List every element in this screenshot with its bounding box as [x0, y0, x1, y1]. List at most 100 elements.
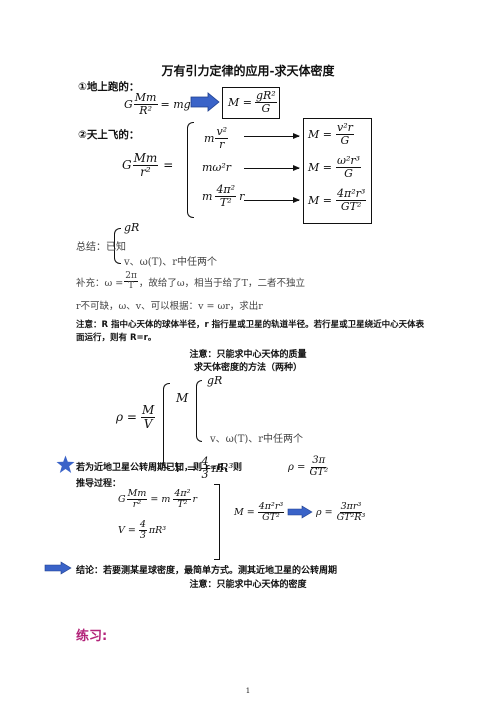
supp-omega: 补充：ω =: [76, 277, 124, 289]
res-den: G: [261, 101, 271, 115]
d1-den: r²: [132, 498, 142, 510]
near-rho-num: 3π: [311, 455, 327, 468]
density-brace: [163, 383, 170, 469]
orbit-brace: [187, 122, 194, 218]
f1-num: v²: [215, 125, 229, 139]
f3-num: 4π²: [215, 183, 237, 197]
block-arrow-icon: [190, 92, 220, 112]
supp-den: T: [128, 281, 135, 292]
d2-den: 3: [139, 529, 146, 541]
v-den: 3: [201, 467, 209, 481]
f1-m: m: [204, 131, 215, 145]
res-m: M =: [228, 95, 252, 109]
near-rho-den: GT²: [309, 466, 329, 478]
dm-num: 4π²r³: [257, 501, 285, 513]
res-num: gR²: [254, 89, 277, 103]
f3-r: r: [239, 189, 245, 203]
near-satellite-line: 若为近地卫星公转周期已知，则 r≈R，则: [76, 463, 243, 473]
summary-label: 总结：已知: [76, 242, 126, 253]
conclusion: 结论：若要测某星球密度，最简单方式。测其近地卫星的公转周期: [76, 566, 338, 576]
block-arrow-icon: [44, 561, 72, 575]
f3-den: T²: [219, 195, 232, 209]
summary-option-orbit: v、ω(T)、r中任两个: [124, 257, 218, 268]
r1-num: v²r: [335, 121, 354, 135]
eq-den: R²: [139, 103, 152, 117]
r3-den: GT²: [340, 199, 362, 213]
page-number: 1: [245, 687, 251, 695]
v-l: V =: [174, 461, 197, 476]
v-num: 4: [200, 455, 210, 469]
note-density-only: 注意：只能求中心天体的密度: [189, 580, 307, 590]
dr-l: ρ =: [316, 506, 333, 518]
summary-option-gr: gR: [124, 221, 140, 234]
arrow-icon: [244, 197, 300, 203]
d1-eq: = m: [150, 493, 171, 505]
exercise-heading: 练习:: [76, 629, 108, 644]
r1-m: M =: [308, 127, 332, 141]
rho-den: V: [143, 416, 153, 431]
r1-den: G: [340, 133, 350, 147]
d1-num2: 4π²: [173, 488, 192, 500]
near-rho-l: ρ =: [288, 461, 306, 473]
d1-num: Mm: [126, 488, 148, 500]
star-icon: [56, 455, 75, 473]
rho-num: M: [140, 403, 156, 418]
lhs-g: G: [122, 158, 132, 173]
r3-m: M =: [308, 193, 332, 207]
ground-result-box: [222, 87, 280, 119]
note-radius: 注意：R 指中心天体的球体半径，r 指行星或卫星的轨道半径。若行星或卫星绕近中心…: [76, 320, 425, 343]
derivation-label: 推导过程：: [76, 479, 122, 489]
v-r: πR³: [211, 461, 234, 476]
section2-heading: ②天上飞的：: [78, 129, 140, 141]
orbit-result-box: [303, 118, 372, 224]
f3-m: m: [202, 189, 213, 203]
dr-num: 3πr³: [339, 501, 363, 513]
d1-r: r: [192, 493, 197, 505]
summary-brace: [114, 228, 121, 264]
eq-num: Mm: [133, 91, 158, 105]
note-mass-only: 注意：只能求中心天体的质量: [189, 350, 307, 360]
supplement-line2: r不可缺，ω、v、可以根据：v = ωr，求出r: [76, 301, 263, 312]
r2-m: M =: [308, 160, 332, 174]
arrow-icon: [244, 133, 300, 139]
page-title: 万有引力定律的应用-求天体密度: [161, 64, 335, 78]
supp-num: 2π: [124, 271, 138, 283]
d2-r: πR³: [148, 524, 167, 536]
dr-den: GT²R³: [336, 511, 366, 523]
d1-den2: T²: [177, 498, 188, 510]
dm-l: M =: [234, 506, 255, 518]
r2-num: ω²r³: [335, 154, 362, 168]
density-method-title: 求天体密度的方法（两种）: [193, 363, 302, 373]
block-arrow-icon: [287, 505, 313, 519]
r2-den: G: [344, 166, 353, 180]
mass-option-gr: gR: [207, 374, 223, 387]
mass-symbol: M: [176, 391, 189, 405]
